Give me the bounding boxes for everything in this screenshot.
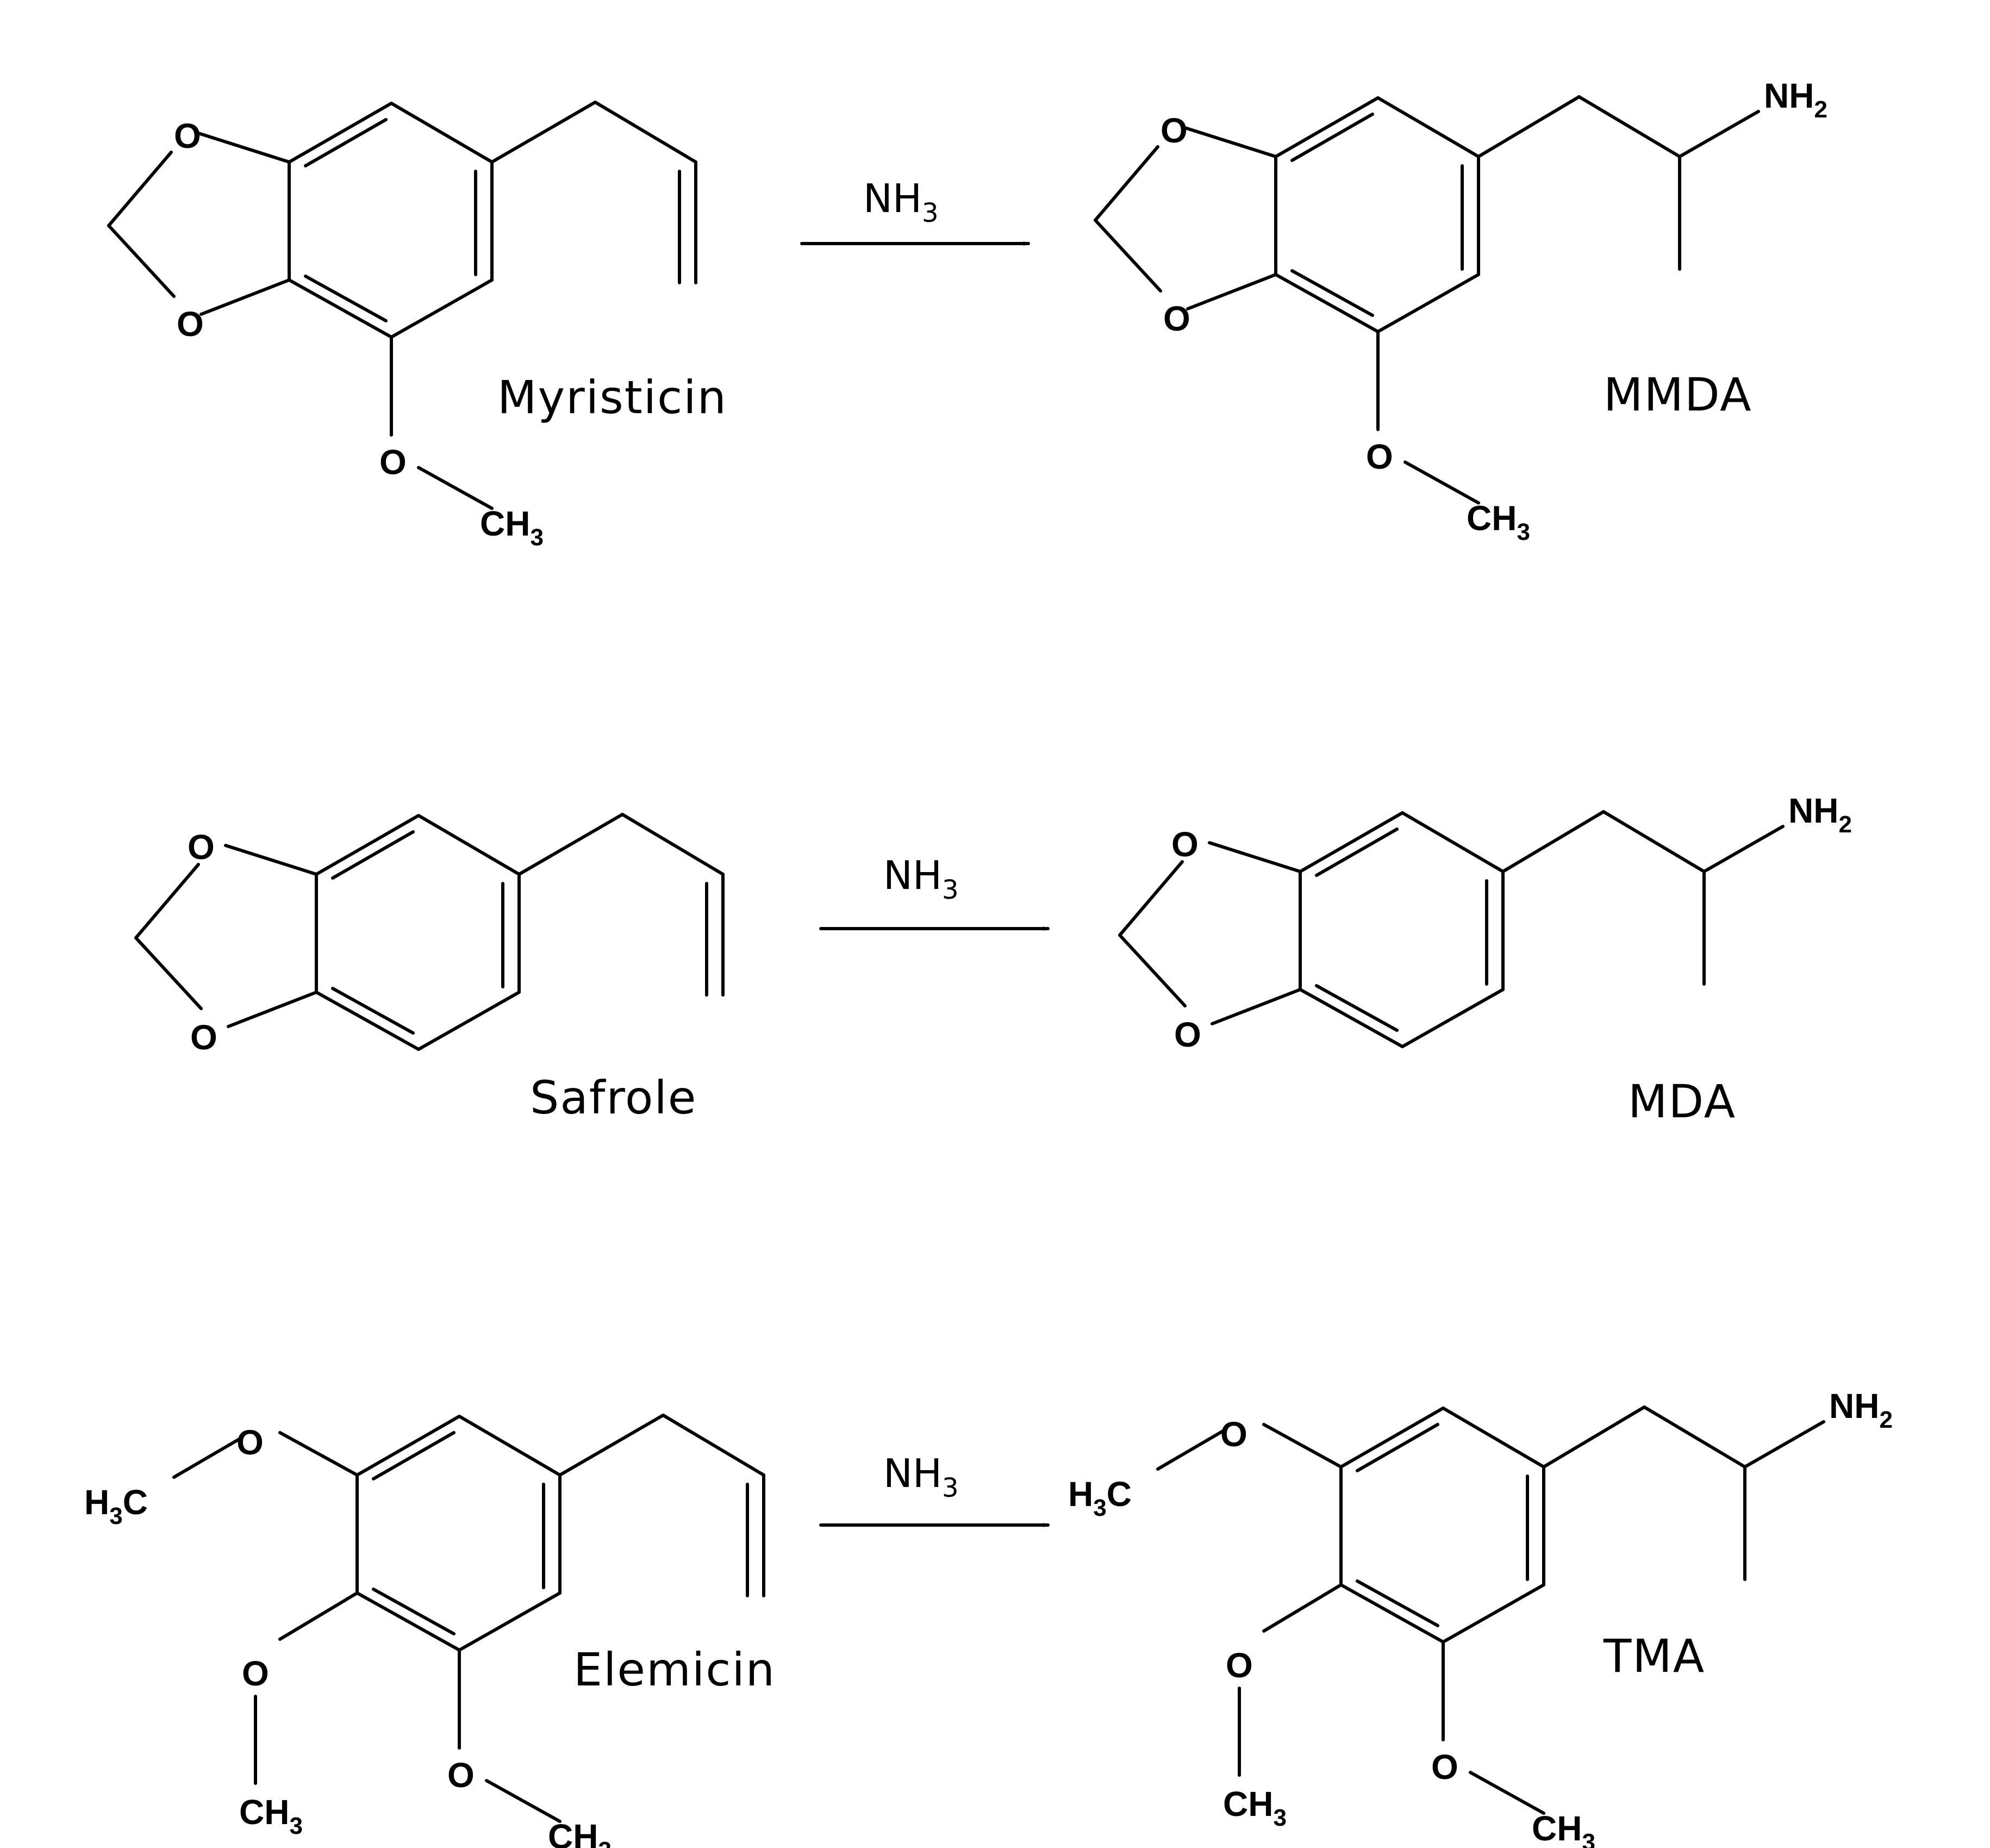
atom-o: O xyxy=(379,443,407,482)
reaction-3: O O O H3C CH3 CH3 Elemicin NH3 xyxy=(84,1386,1893,1848)
methyl-group: CH3 xyxy=(1223,1784,1287,1831)
methyl-group-left: H3C xyxy=(1068,1474,1132,1521)
compound-name-myristicin: Myristicin xyxy=(497,371,727,424)
atom-o: O xyxy=(1161,111,1188,150)
methyl-group: CH3 xyxy=(1532,1809,1595,1848)
reagent-label: NH3 xyxy=(883,1451,959,1503)
compound-name-mmda: MMDA xyxy=(1604,368,1752,421)
mda-structure: O O NH2 MDA xyxy=(1118,791,1852,1128)
elemicin-structure: O O O H3C CH3 CH3 Elemicin xyxy=(84,1414,776,1848)
tma-structure: O O O H3C CH3 CH3 NH2 TMA xyxy=(1068,1386,1893,1848)
safrole-structure: O O Safrole xyxy=(134,813,725,1057)
atom-o: O xyxy=(242,1654,269,1693)
reaction-arrow-3: NH3 xyxy=(819,1451,1050,1527)
methyl-group: CH3 xyxy=(239,1793,303,1839)
mmda-structure: O O O CH3 NH2 MMDA xyxy=(1094,76,1827,545)
amine-group: NH2 xyxy=(1829,1386,1893,1433)
compound-name-mda: MDA xyxy=(1628,1075,1736,1128)
atom-o: O xyxy=(1220,1415,1247,1454)
methyl-group: CH3 xyxy=(1467,499,1530,545)
amine-group: NH2 xyxy=(1788,791,1852,838)
myristicin-structure: O O O CH3 Myristicin xyxy=(107,101,727,551)
atom-o: O xyxy=(1174,1015,1201,1054)
compound-name-tma: TMA xyxy=(1603,1629,1705,1683)
atom-o: O xyxy=(1226,1646,1253,1685)
atom-o: O xyxy=(188,827,215,867)
atom-o: O xyxy=(236,1423,264,1462)
methyl-group-left: H3C xyxy=(84,1483,148,1529)
methyl-group: CH3 xyxy=(480,504,544,551)
amine-group: NH2 xyxy=(1764,76,1827,123)
compound-name-safrole-label: Safrole xyxy=(530,1071,697,1124)
reagent-label: NH3 xyxy=(883,853,959,905)
atom-o: O xyxy=(1431,1747,1458,1787)
reaction-arrow-2: NH3 xyxy=(819,853,1050,931)
atom-o: O xyxy=(1163,299,1190,338)
reagent-label: NH3 xyxy=(863,176,939,228)
atom-o: O xyxy=(1171,825,1199,864)
reaction-arrow-1: NH3 xyxy=(800,176,1030,246)
reaction-1: O O O CH3 Myristicin NH3 xyxy=(107,76,1827,551)
atom-o: O xyxy=(174,116,201,155)
atom-o: O xyxy=(177,304,204,344)
compound-name-elemicin: Elemicin xyxy=(573,1643,776,1696)
reaction-2: O O Safrole Safrole NH3 xyxy=(134,791,1852,1128)
atom-o: O xyxy=(447,1756,475,1795)
atom-o: O xyxy=(1366,437,1393,476)
atom-o: O xyxy=(190,1018,217,1057)
methyl-group: CH3 xyxy=(548,1817,612,1848)
